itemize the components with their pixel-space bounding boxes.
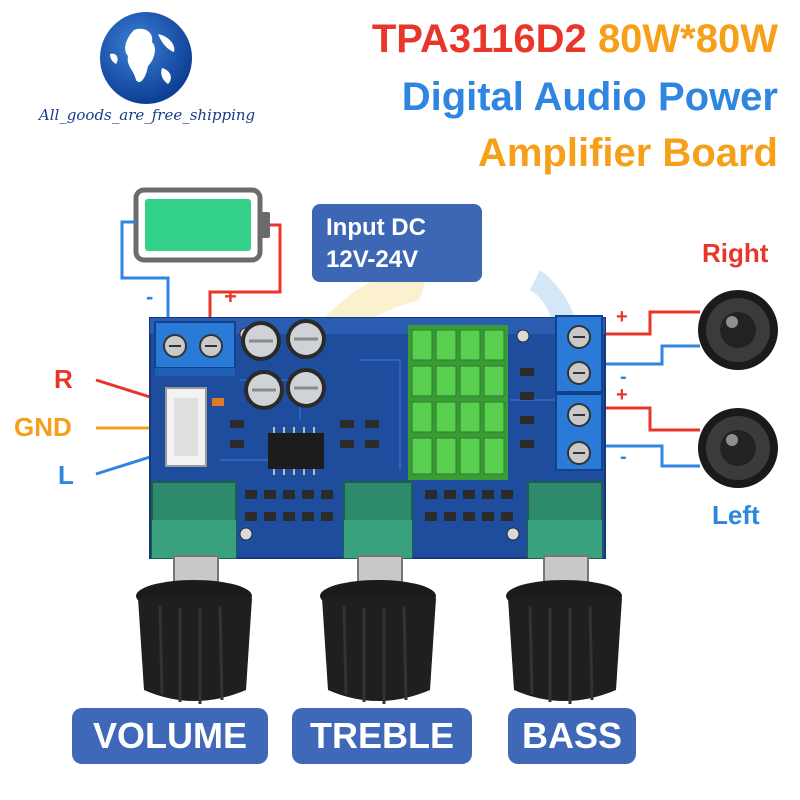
input-line-2: 12V-24V — [326, 246, 419, 273]
knob-treble — [320, 555, 436, 704]
speaker-left-minus: - — [620, 446, 627, 468]
treble-label: TREBLE — [292, 708, 472, 764]
label-r: R — [54, 364, 73, 394]
resistor-rows — [245, 490, 513, 521]
speaker-left-plus: + — [616, 384, 628, 406]
power-wire-positive — [208, 223, 282, 322]
heatsink — [408, 325, 508, 480]
ic-chip — [268, 427, 324, 475]
power-minus-sign: - — [146, 284, 154, 309]
speaker-right-plus: + — [616, 306, 628, 328]
power-terminal-block — [154, 321, 236, 376]
battery-icon — [133, 187, 270, 263]
input-line-1: Input DC — [326, 214, 426, 241]
potentiometers — [151, 481, 603, 559]
power-text: 80W*80W — [597, 17, 778, 61]
speaker-terminal-blocks — [555, 315, 603, 471]
power-wire-negative — [120, 220, 170, 322]
knob-bass — [506, 555, 622, 704]
speaker-wire-left-pos — [602, 406, 700, 432]
title-line-3: Amplifier Board — [477, 131, 778, 175]
title-line-2: Digital Audio Power — [401, 75, 778, 119]
label-right: Right — [702, 238, 769, 268]
smd-components — [212, 368, 534, 448]
speaker-wire-left-neg — [602, 444, 700, 468]
speaker-wire-right-pos — [602, 310, 700, 336]
label-left: Left — [712, 500, 760, 530]
brand-text: All_goods_are_free_shipping — [38, 106, 256, 124]
speaker-right-minus: - — [620, 366, 627, 388]
power-plus-sign: + — [224, 284, 237, 309]
label-l: L — [58, 460, 74, 490]
signal-connector — [165, 387, 207, 467]
volume-label: VOLUME — [72, 708, 268, 764]
bass-label: BASS — [508, 708, 636, 764]
label-gnd: GND — [14, 412, 72, 442]
capacitors — [241, 319, 326, 410]
model-text: TPA3116D2 — [371, 17, 587, 61]
input-dc-box: Input DC 12V-24V — [312, 204, 482, 282]
speaker-right-icon — [698, 290, 778, 370]
globe-icon — [100, 12, 192, 104]
title-line-1: TPA3116D2 80W*80W — [372, 16, 778, 62]
knob-volume — [136, 555, 252, 704]
speaker-left-icon — [698, 408, 778, 488]
speaker-wire-right-neg — [602, 344, 700, 366]
